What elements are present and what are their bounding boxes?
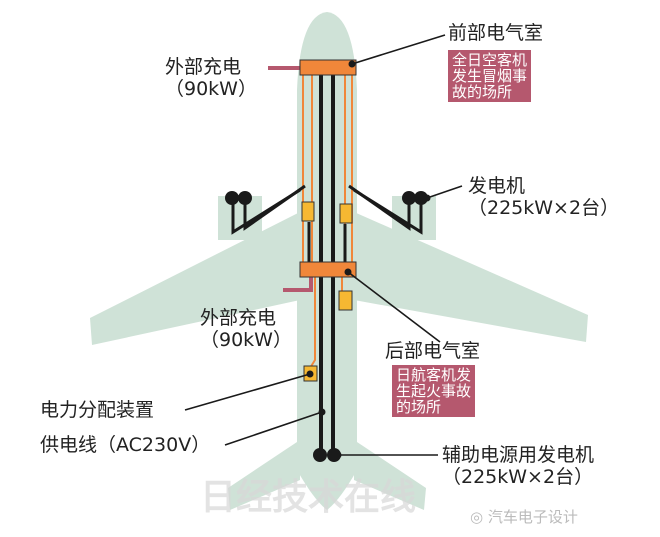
front-charge-label: 外部充电（90kW）	[165, 56, 257, 100]
wechat-icon: ◎	[470, 508, 488, 526]
front-room-label: 前部电气室	[448, 22, 544, 44]
rear-room-incident-note: 日航客机发生起火事故的场所	[392, 365, 476, 417]
right-wing	[354, 212, 588, 342]
wechat-watermark: ◎ 汽车电子设计	[470, 508, 578, 526]
units	[301, 201, 353, 382]
front-room-incident-note: 全日空客机发生冒烟事故的场所	[448, 50, 532, 102]
external-charge-lines	[268, 66, 313, 292]
front-electrical-room	[299, 59, 357, 76]
orange-wires	[302, 74, 353, 369]
rear-room-label: 后部电气室	[385, 340, 481, 362]
left-wing	[90, 212, 300, 345]
distribution-label: 电力分配装置	[40, 399, 155, 421]
apu-label: 辅助电源用发电机（225kW×2台）	[442, 444, 595, 488]
rear-charge-label: 外部充电（90kW）	[200, 307, 292, 351]
right-stabilizer	[354, 440, 426, 510]
nikkei-watermark: 日经技术在线	[200, 477, 417, 518]
supply-line-label: 供电线（AC230V）	[40, 434, 211, 456]
fuselage	[297, 12, 357, 510]
generator-icons	[225, 191, 428, 462]
left-stabilizer	[228, 440, 300, 510]
leader-lines	[184, 34, 463, 456]
right-engine-pod	[392, 196, 436, 240]
rear-electrical-room	[299, 261, 357, 278]
left-engine-pod	[218, 196, 262, 240]
generator-label: 发电机（225kW×2台）	[468, 175, 620, 219]
